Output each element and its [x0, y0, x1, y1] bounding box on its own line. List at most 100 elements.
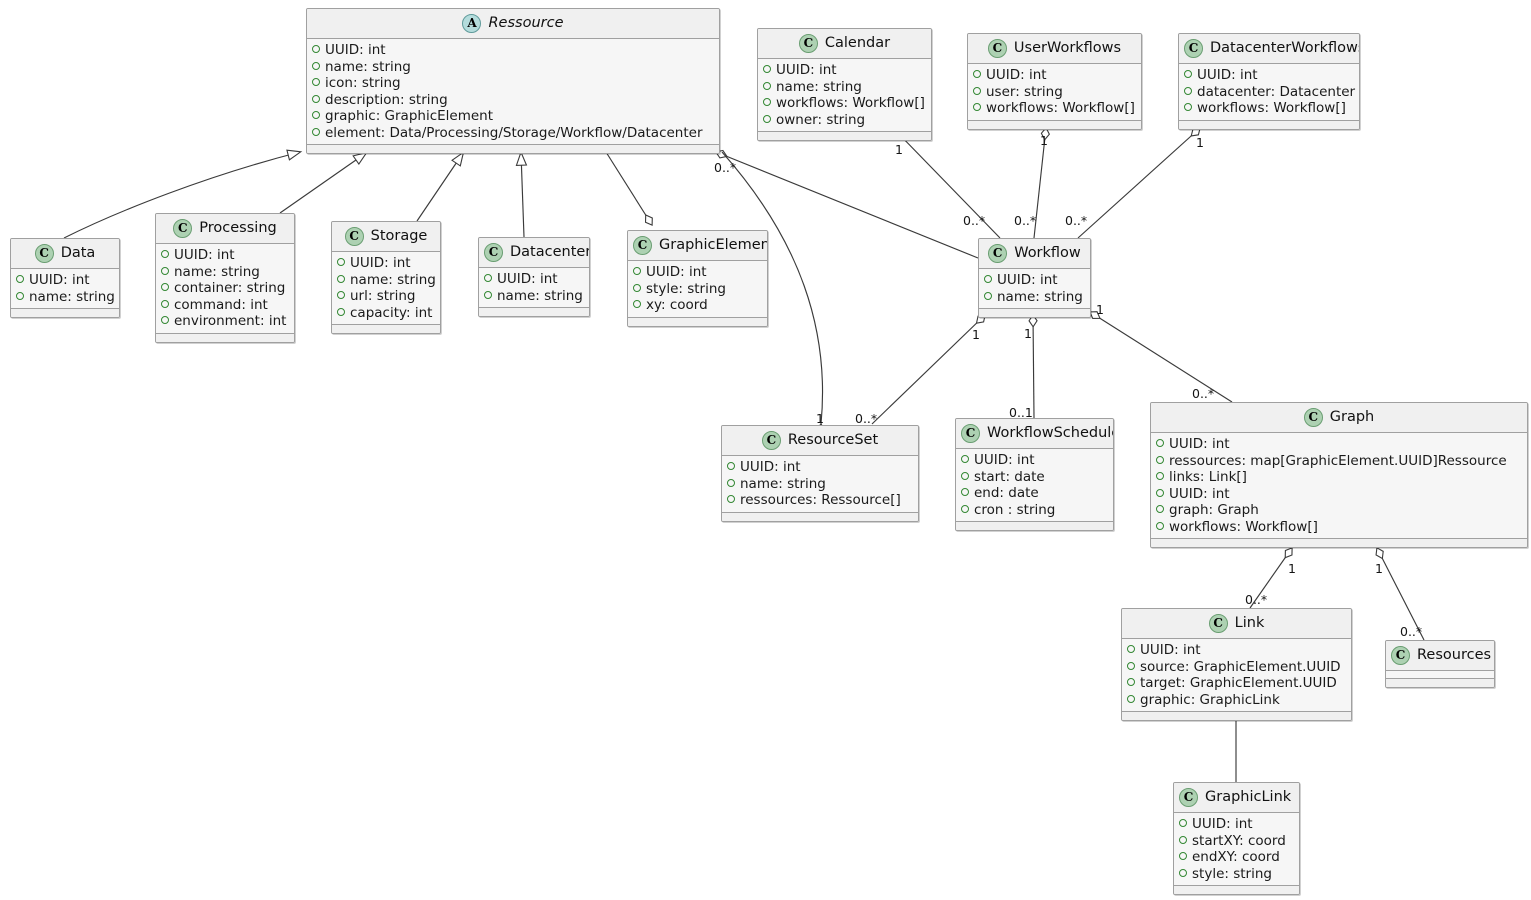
attribute-label: cron : string [974, 501, 1056, 518]
attribute-label: UUID: int [1197, 67, 1258, 83]
attribute-label: UUID: int [776, 62, 837, 78]
multiplicity-label: 0..* [1065, 213, 1088, 228]
class-icon: C [1179, 787, 1198, 807]
class-name-graphiclink: GraphicLink [1205, 789, 1292, 805]
multiplicity-label: 1 [816, 411, 824, 426]
public-visibility-icon [16, 275, 24, 283]
public-visibility-icon [763, 98, 771, 106]
multiplicity-label: 1 [1196, 135, 1204, 150]
multiplicity-label: 1 [895, 142, 903, 157]
method-list-data [11, 309, 119, 317]
attribute-label: style: string [646, 280, 726, 297]
public-visibility-icon [984, 275, 992, 283]
public-visibility-icon [763, 114, 771, 123]
public-visibility-icon [1156, 505, 1164, 513]
public-visibility-icon [312, 111, 320, 119]
attribute-row: workflows: Workflow[] [1184, 100, 1353, 117]
method-list-datacenter [479, 308, 589, 316]
attribute-label: UUID: int [350, 255, 411, 271]
attribute-label: name: string [997, 288, 1083, 305]
public-visibility-icon [633, 283, 641, 292]
attribute-label: name: string [325, 58, 411, 75]
public-visibility-icon [312, 45, 320, 53]
attribute-label: container: string [174, 280, 286, 296]
attribute-row: UUID: int [727, 459, 912, 476]
attribute-label: links: Link[] [1169, 469, 1247, 485]
edge-ressource-to-graphicelement [605, 151, 653, 227]
attribute-label: name: string [29, 288, 115, 305]
attribute-label: user: string [986, 83, 1063, 100]
attribute-row: element: Data/Processing/Storage/Workflo… [312, 125, 713, 142]
public-visibility-icon [763, 81, 771, 90]
attribute-row: UUID: int [763, 62, 925, 79]
class-icon: C [961, 423, 980, 443]
attribute-row: endXY: coord [1179, 849, 1293, 866]
attribute-label: UUID: int [174, 247, 235, 263]
class-icon: C [1184, 38, 1203, 58]
attribute-row: UUID: int [484, 271, 583, 288]
public-visibility-icon [161, 316, 169, 324]
attribute-label: UUID: int [646, 264, 707, 280]
public-visibility-icon [973, 70, 981, 78]
attribute-row: UUID: int [633, 264, 761, 281]
class-name-link: Link [1234, 615, 1265, 631]
attribute-label: UUID: int [997, 272, 1058, 288]
attribute-row: UUID: int [337, 255, 434, 272]
attribute-label: environment: int [174, 313, 287, 329]
attribute-row: name: string [16, 288, 115, 306]
attribute-label: name: string [350, 271, 436, 288]
attribute-row: end: date [961, 485, 1107, 502]
edge-datacenter-to-ressource [515, 150, 528, 238]
multiplicity-label: 1 [1024, 326, 1032, 341]
attribute-label: description: string [325, 91, 448, 108]
method-list-graphiclink [1174, 886, 1299, 894]
attribute-label: graphic: GraphicLink [1140, 691, 1280, 708]
attribute-row: capacity: int [337, 305, 434, 322]
public-visibility-icon [337, 291, 345, 299]
public-visibility-icon [337, 274, 345, 283]
attribute-row: UUID: int [1184, 67, 1353, 84]
attribute-label: source: GraphicElement.UUID [1140, 658, 1341, 675]
class-name-datacenterworkflows: DatacenterWorkflows [1210, 40, 1360, 56]
attribute-label: UUID: int [325, 42, 386, 58]
public-visibility-icon [1127, 645, 1135, 653]
public-visibility-icon [1127, 661, 1135, 670]
attribute-label: owner: string [776, 111, 866, 128]
class-name-workflow: Workflow [1014, 245, 1081, 261]
attribute-label: name: string [740, 475, 826, 492]
attribute-row: UUID: int [16, 272, 113, 289]
attribute-label: startXY: coord [1192, 832, 1286, 849]
method-list-graph [1151, 539, 1527, 547]
attribute-label: UUID: int [497, 271, 558, 287]
public-visibility-icon [633, 300, 641, 308]
